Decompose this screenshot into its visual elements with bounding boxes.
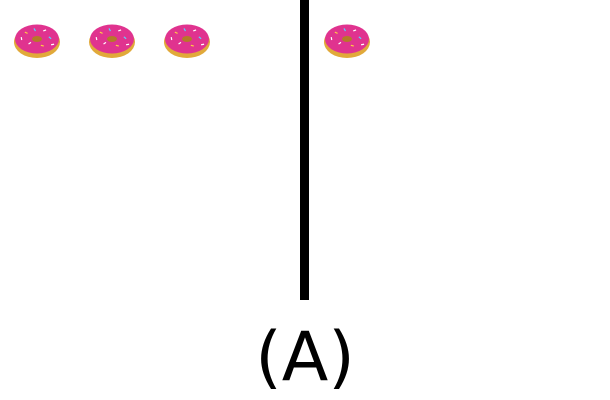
- divider-line: [300, 0, 309, 300]
- donut-icon: [88, 20, 136, 60]
- option-label: (A): [255, 318, 355, 397]
- donut-icon: [13, 20, 61, 60]
- donut-icon: [163, 20, 211, 60]
- donut-icon: [323, 20, 371, 60]
